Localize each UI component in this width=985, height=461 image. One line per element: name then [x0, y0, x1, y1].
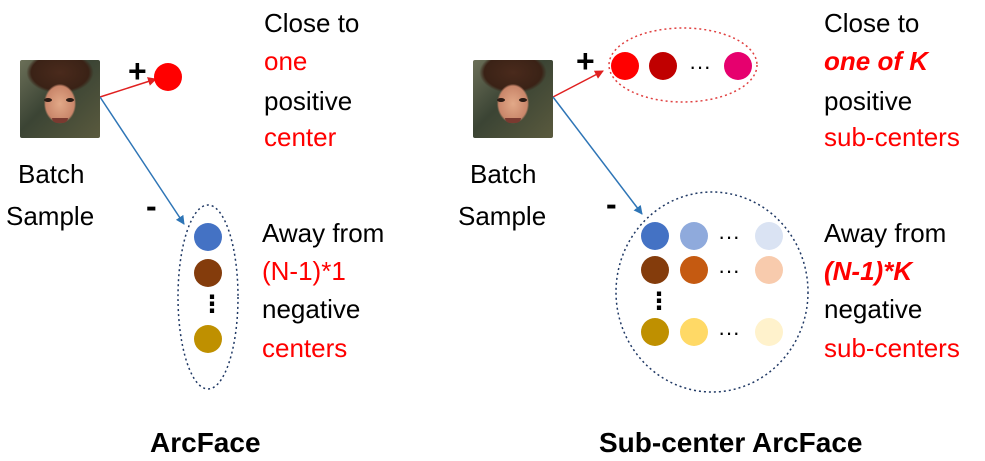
arcface-negative-center-2 [194, 259, 222, 287]
subcenter-negative-subcenter-3-3 [755, 318, 783, 346]
subcenter-negative-subcenter-1-1 [641, 222, 669, 250]
subcenter-negative-subcenter-2-1 [641, 256, 669, 284]
arcface-positive-text-line3: positive [264, 86, 353, 116]
subcenter-positive-text-line2: one of K [824, 46, 928, 76]
arcface-minus-sign: - [146, 188, 157, 224]
subcenter-positive-text-line4: sub-centers [824, 122, 960, 152]
subcenter-negative-text-line4: sub-centers [824, 333, 960, 363]
subcenter-negative-text-line3: negative [824, 294, 923, 324]
subcenter-negative-arrow [552, 96, 643, 215]
subcenter-negative-subcenter-1-2 [680, 222, 708, 250]
subcenter-negative-text-line1: Away from [824, 218, 947, 248]
subcenter-negative-subcenter-1-3 [755, 222, 783, 250]
subcenter-negative-text-line2: (N-1)*K [824, 256, 913, 286]
arcface-positive-center [154, 63, 182, 91]
subcenter-title: Sub-center ArcFace [599, 427, 863, 458]
subcenter-negative-subcenter-3-1 [641, 318, 669, 346]
subcenter-positive-ellipsis: ··· [689, 54, 711, 79]
subcenter-positive-text-line3: positive [824, 86, 913, 116]
arcface-positive-text-line2: one [264, 46, 308, 76]
subcenter-negative-ellipsis-row2: ··· [718, 258, 740, 283]
subcenter-minus-sign: - [606, 186, 617, 222]
subcenter-face-thumbnail [473, 60, 553, 138]
subcenter-positive-arrow [552, 70, 604, 98]
arcface-plus-sign: + [128, 53, 147, 89]
arcface-sample-label-line2: Sample [6, 201, 95, 231]
subcenter-negative-subcenter-3-2 [680, 318, 708, 346]
arcface-negative-text-line2: (N-1)*1 [262, 256, 346, 286]
arcface-vertical-ellipsis: ⋮ [200, 291, 224, 318]
subcenter-negative-ellipsis-row3: ··· [718, 320, 740, 345]
arcface-negative-arrow [99, 96, 185, 225]
subcenter-negative-subcenter-2-3 [755, 256, 783, 284]
arcface-positive-text-line1: Close to [264, 8, 360, 38]
subcenter-sample-label-line2: Sample [458, 201, 547, 231]
arcface-negative-center-3 [194, 325, 222, 353]
arcface-positive-text-line4: center [264, 122, 337, 152]
arcface-negative-text-line4: centers [262, 333, 348, 363]
arcface-negative-text-line3: negative [262, 294, 361, 324]
arcface-negative-text-line1: Away from [262, 218, 385, 248]
arcface-title: ArcFace [150, 427, 261, 458]
subcenter-vertical-ellipsis: ⋮ [647, 288, 671, 315]
subcenter-negative-ellipsis-row1: ··· [718, 224, 740, 249]
arcface-negative-group-ring [177, 204, 239, 390]
subcenter-negative-subcenter-2-2 [680, 256, 708, 284]
arcface-negative-center-1 [194, 223, 222, 251]
subcenter-plus-sign: + [576, 43, 595, 79]
subcenter-negative-group-ring [615, 191, 809, 393]
subcenter-positive-subcenter-3 [724, 52, 752, 80]
subcenter-sample-label-line1: Batch [470, 159, 537, 189]
subcenter-positive-text-line1: Close to [824, 8, 920, 38]
arcface-face-thumbnail [20, 60, 100, 138]
arcface-sample-label-line1: Batch [18, 159, 85, 189]
subcenter-positive-group-ring [608, 27, 758, 103]
arcface-positive-arrow [99, 77, 157, 98]
subcenter-positive-subcenter-2 [649, 52, 677, 80]
subcenter-positive-subcenter-1 [611, 52, 639, 80]
